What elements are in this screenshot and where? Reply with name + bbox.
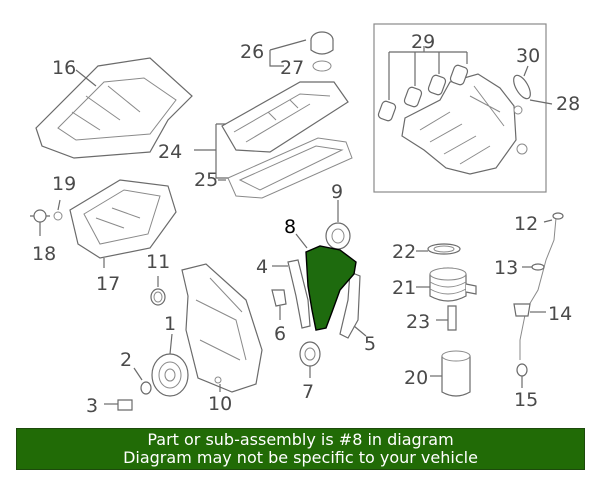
callout-27: 27 (280, 57, 304, 79)
callout-13: 13 (494, 257, 518, 279)
oil-filter-group: 22 21 23 20 (392, 241, 477, 397)
callout-4: 4 (256, 256, 268, 278)
callout-15: 15 (514, 389, 538, 411)
callout-16: 16 (52, 57, 76, 79)
timing-components-group: 4 5 6 7 9 (256, 181, 376, 403)
callout-14: 14 (548, 303, 572, 325)
valve-cover-gasket-shape (227, 137, 353, 199)
callout-20: 20 (404, 367, 428, 389)
callout-9: 9 (331, 181, 343, 203)
oil-pan-upper-group: 16 (35, 57, 193, 159)
dipstick-shape (519, 217, 557, 360)
callout-17: 17 (96, 273, 120, 295)
valve-cover-shape (221, 81, 349, 153)
callout-30: 30 (516, 45, 540, 67)
dipstick-group: 12 13 14 15 (494, 212, 572, 411)
callout-10: 10 (208, 393, 232, 415)
callout-2: 2 (120, 349, 132, 371)
intake-manifold-shape (401, 73, 517, 175)
intake-manifold-group: 29 30 28 (373, 23, 580, 193)
part-notice-banner: Part or sub-assembly is #8 in diagram Di… (16, 428, 585, 470)
callout-29: 29 (411, 31, 435, 53)
timing-chain-highlight (305, 245, 357, 331)
callout-18: 18 (32, 243, 56, 265)
callout-11: 11 (146, 251, 170, 273)
callout-25: 25 (194, 169, 218, 191)
callout-1: 1 (164, 313, 176, 335)
tensioner-shape (271, 289, 287, 307)
oil-pan-lower-shape (69, 179, 177, 259)
part-notice-line-2: Diagram may not be specific to your vehi… (123, 448, 478, 467)
callout-7: 7 (302, 381, 314, 403)
oil-pan-lower-group: 17 19 18 (30, 173, 177, 295)
part-notice-line-1: Part or sub-assembly is #8 in diagram (147, 430, 454, 449)
callout-28: 28 (556, 93, 580, 115)
callout-6: 6 (274, 323, 286, 345)
timing-chain-group: 8 (284, 216, 357, 331)
timing-cover-shape (181, 263, 263, 393)
callout-22: 22 (392, 241, 416, 263)
timing-cover-group: 10 11 (146, 251, 263, 415)
oil-pan-upper-shape (35, 57, 193, 159)
chain-guide-right-shape (339, 271, 361, 339)
callout-24: 24 (158, 141, 182, 163)
callout-19: 19 (52, 173, 76, 195)
callout-8: 8 (284, 216, 296, 238)
callout-26: 26 (240, 41, 264, 63)
callout-3: 3 (86, 395, 98, 417)
valve-cover-group: 26 27 24 25 (158, 31, 353, 199)
chain-guide-left-shape (287, 259, 311, 329)
callout-12: 12 (514, 213, 538, 235)
callout-21: 21 (392, 277, 416, 299)
callout-5: 5 (364, 333, 376, 355)
callout-23: 23 (406, 311, 430, 333)
crank-pulley-group: 1 2 3 (86, 313, 189, 417)
